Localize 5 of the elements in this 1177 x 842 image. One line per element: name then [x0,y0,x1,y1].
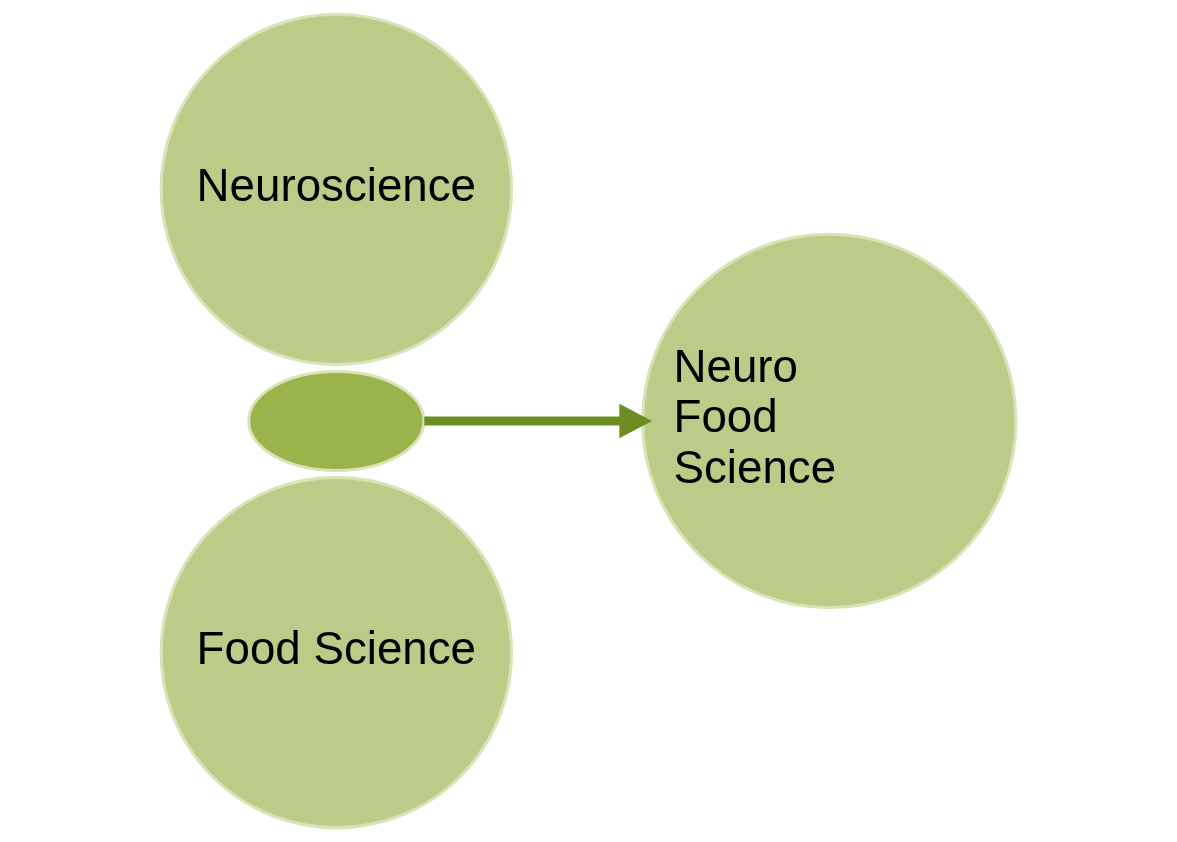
arrow [424,403,653,439]
node-circle: Neuroscience [159,12,514,367]
node-ellipse [247,369,426,473]
node-circle: Food Science [159,475,514,830]
node-circle: Neuro Food Science [641,232,1018,610]
